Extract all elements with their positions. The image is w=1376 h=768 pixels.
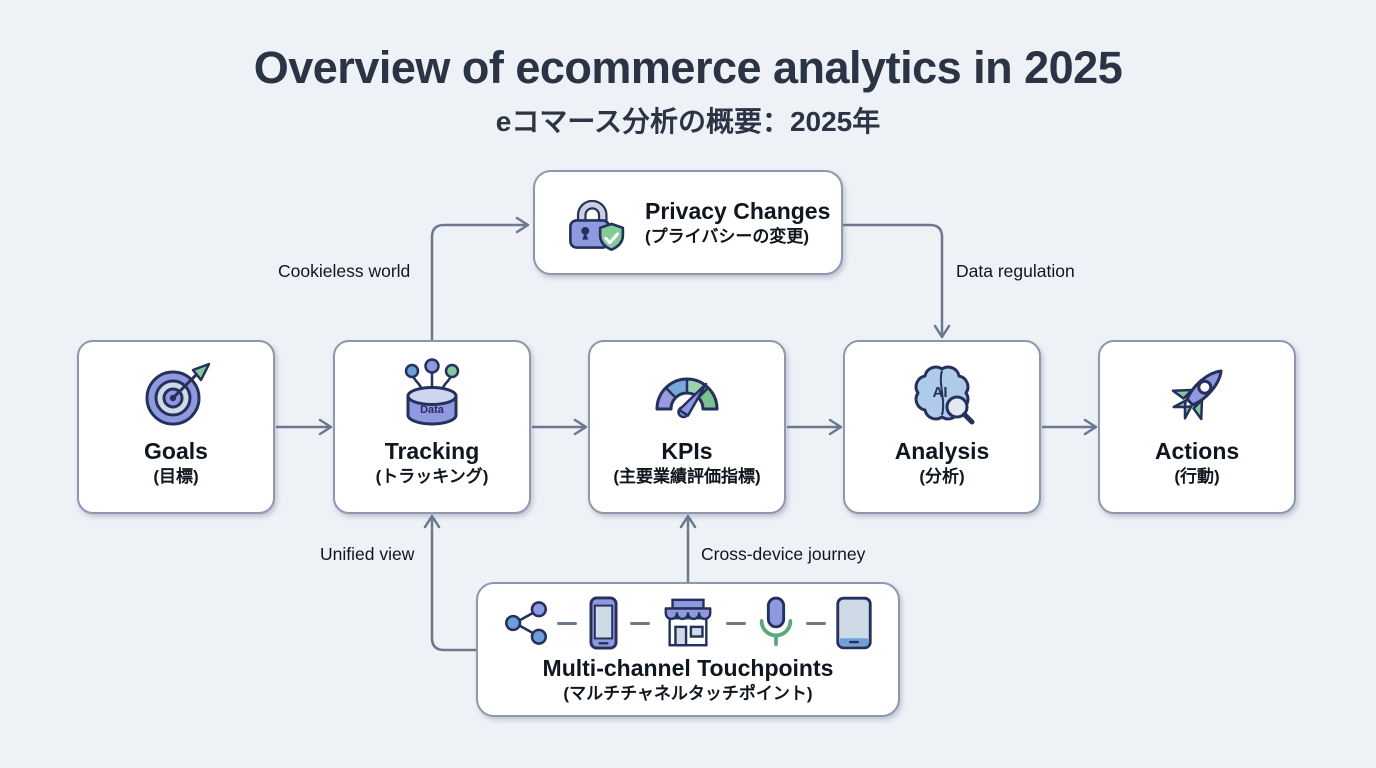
edge-privacy-analysis xyxy=(839,223,944,337)
node-subtitle: (分析) xyxy=(919,466,965,486)
data-cylinder-label: Data xyxy=(420,404,445,416)
edge-tracking-privacy-arrowhead xyxy=(515,216,530,234)
edge-tracking-privacy xyxy=(430,223,528,342)
node-privacy-changes: Privacy Changes (プライバシーの変更) xyxy=(533,170,843,275)
brain-ai-label: AI xyxy=(933,384,948,401)
edge-multichannel-tracking xyxy=(430,516,478,652)
target-icon xyxy=(145,362,211,426)
page-title: Overview of ecommerce analytics in 2025 xyxy=(253,42,1123,93)
smartphone-icon xyxy=(589,596,617,650)
touchpoint-icon-row xyxy=(502,594,875,652)
node-subtitle: (プライバシーの変更) xyxy=(645,226,809,246)
edge-kpis-analysis-arrowhead xyxy=(828,418,843,436)
edge-label-cross-device-journey: Cross-device journey xyxy=(701,544,866,564)
rocket-icon xyxy=(1171,369,1223,421)
edge-privacy-analysis-arrowhead xyxy=(933,324,951,339)
node-tracking: Data Tracking (トラッキング) xyxy=(333,340,531,514)
node-actions: Actions (行動) xyxy=(1098,340,1296,514)
node-multichannel-touchpoints: Multi-channel Touchpoints (マルチチャネルタッチポイン… xyxy=(476,582,900,717)
icon-separator-dash xyxy=(805,621,826,625)
node-subtitle: (目標) xyxy=(153,466,199,486)
node-title: Analysis xyxy=(894,438,990,464)
node-title: Tracking xyxy=(384,438,480,464)
edge-goals-tracking-arrowhead xyxy=(318,418,333,436)
edge-label-cookieless-world: Cookieless world xyxy=(278,261,411,281)
node-title: Actions xyxy=(1154,438,1240,464)
edge-label-data-regulation: Data regulation xyxy=(956,261,1075,281)
ai-brain-magnifier-icon: AI xyxy=(914,365,975,425)
node-title: Privacy Changes xyxy=(645,198,831,225)
lock-shield-icon xyxy=(569,199,625,251)
node-subtitle: (行動) xyxy=(1174,466,1220,486)
tablet-icon xyxy=(835,596,872,650)
node-subtitle: (トラッキング) xyxy=(375,466,489,486)
node-title: KPIs xyxy=(661,438,713,464)
store-icon xyxy=(664,598,711,647)
edge-analysis-actions-arrowhead xyxy=(1083,418,1098,436)
edge-label-unified-view: Unified view xyxy=(320,544,415,564)
icon-separator-dash xyxy=(629,621,650,625)
edge-tracking-kpis-arrowhead xyxy=(573,418,588,436)
edge-multichannel-tracking-arrowhead xyxy=(423,514,441,529)
data-collection-icon: Data xyxy=(404,358,460,426)
node-subtitle: (主要業績評価指標) xyxy=(613,466,761,486)
node-subtitle: (マルチチャネルタッチポイント) xyxy=(563,683,813,703)
icon-separator-dash xyxy=(725,621,746,625)
page-subtitle: eコマース分析の概要：2025年 xyxy=(495,106,881,137)
node-title: Multi-channel Touchpoints xyxy=(542,655,834,681)
node-goals: Goals (目標) xyxy=(77,340,275,514)
node-kpis: KPIs (主要業績評価指標) xyxy=(588,340,786,514)
gauge-icon xyxy=(655,377,719,419)
icon-separator-dash xyxy=(556,621,577,625)
share-icon xyxy=(504,601,547,645)
microphone-icon xyxy=(759,596,792,646)
node-analysis: AI Analysis (分析) xyxy=(843,340,1041,514)
edge-multichannel-kpis-arrowhead xyxy=(679,514,697,529)
node-title: Goals xyxy=(144,438,208,464)
